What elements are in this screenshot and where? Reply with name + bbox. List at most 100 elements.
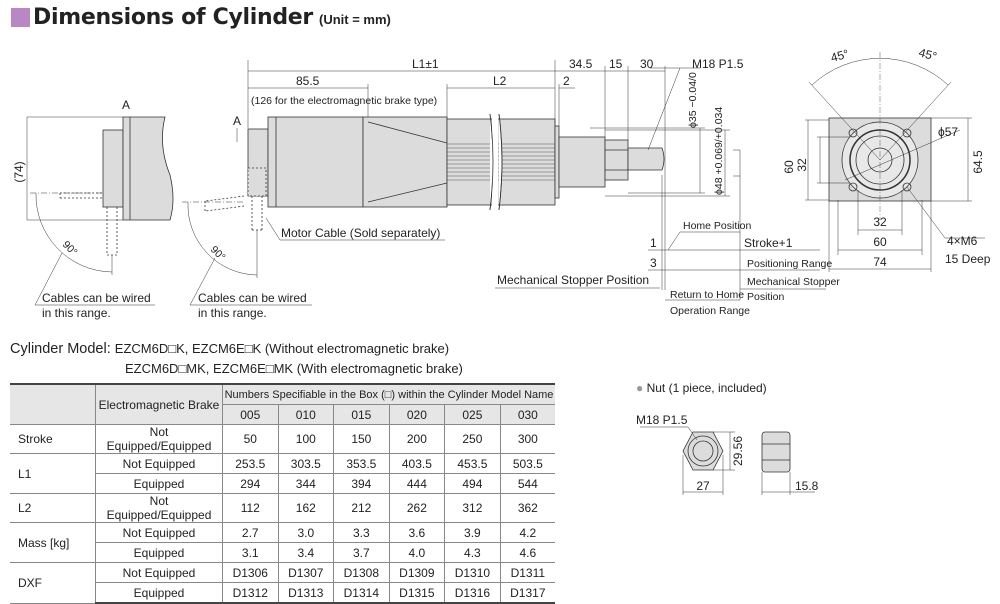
column-header: 005 (222, 404, 279, 425)
motor-cable-label: Motor Cable (Sold separately) (281, 226, 440, 240)
column-header: 025 (444, 404, 501, 425)
value-cell: 4.3 (444, 542, 501, 563)
dim-30: 30 (640, 57, 654, 71)
value-cell: 4.6 (500, 542, 555, 563)
mech-stopper-right-b: Position (747, 291, 785, 303)
page-title: Dimensions of Cylinder (Unit = mm) (11, 5, 391, 30)
l2-label: L2 (493, 74, 507, 88)
value-cell: 303.5 (278, 453, 335, 474)
end-74-h: 74 (873, 255, 887, 269)
value-cell: 394 (333, 473, 390, 494)
value-cell: 162 (278, 493, 335, 523)
value-cell: 100 (278, 424, 335, 454)
angle-left-label: 90° (60, 239, 80, 259)
value-cell: 312 (444, 493, 501, 523)
dimension-lines (247, 60, 826, 301)
column-header: 015 (333, 404, 390, 425)
mech-stopper-left: Mechanical Stopper Position (497, 273, 649, 287)
end-view-a (26, 116, 174, 306)
model-info: Cylinder Model: EZCM6D□K, EZCM6E□K (With… (10, 339, 463, 379)
brake-note: (126 for the electromagnetic brake type) (251, 95, 437, 107)
value-cell: 494 (444, 473, 501, 494)
nut-drawing (640, 426, 815, 495)
value-cell: 362 (500, 493, 555, 523)
column-header: 010 (278, 404, 335, 425)
value-cell: 212 (333, 493, 390, 523)
nut-width: 27 (696, 479, 710, 493)
brake-cell: Not Equipped/Equipped (95, 493, 223, 523)
value-cell: D1313 (278, 582, 335, 604)
title-marker (11, 8, 30, 27)
height-74-label: (74) (12, 161, 26, 182)
bullet-icon: ● (636, 381, 644, 395)
end-32-h: 32 (873, 215, 887, 229)
cables-note-2a: Cables can be wired (198, 291, 307, 305)
end-32-v: 32 (795, 158, 809, 172)
stroke-plus-1: Stroke+1 (744, 236, 793, 250)
value-cell: 503.5 (500, 453, 555, 474)
value-cell: D1307 (278, 562, 335, 583)
end-view-flange (805, 52, 985, 272)
column-header: 030 (500, 404, 555, 425)
end-45-left: 45° (829, 47, 850, 65)
brake-cell: Not Equipped (95, 562, 223, 583)
dia48-label: ϕ48 +0.069/+0.034 (713, 107, 725, 195)
value-cell: 3.7 (333, 542, 390, 563)
end-64-5: 64.5 (971, 150, 985, 174)
dim-34-5: 34.5 (569, 57, 593, 71)
value-cell: 3.3 (333, 522, 390, 543)
value-cell: 294 (222, 473, 279, 494)
end-deep: 15 Deep (945, 252, 991, 266)
brake-cell: Not Equipped (95, 522, 223, 543)
value-cell: 453.5 (444, 453, 501, 474)
dim-85-5: 85.5 (296, 74, 320, 88)
nut-height: 29.56 (731, 436, 745, 466)
value-cell: 3.1 (222, 542, 279, 563)
value-cell: 200 (389, 424, 446, 454)
value-cell: D1311 (500, 562, 555, 583)
end-60-h: 60 (873, 235, 887, 249)
empty-header (10, 383, 96, 425)
brake-header: Electromagnetic Brake (95, 383, 223, 425)
brake-cell: Equipped (95, 582, 223, 604)
value-cell: 403.5 (389, 453, 446, 474)
brake-cell: Not Equipped (95, 453, 223, 474)
l1-label: L1±1 (412, 57, 439, 71)
value-cell: 250 (444, 424, 501, 454)
nut-thread: M18 P1.5 (636, 413, 688, 427)
model-line-1: EZCM6D□K, EZCM6E□K (Without electromagne… (114, 341, 450, 356)
value-cell: 253.5 (222, 453, 279, 474)
dim-15: 15 (609, 57, 623, 71)
value-cell: D1308 (333, 562, 390, 583)
nut-title-text: Nut (1 piece, included) (646, 381, 767, 395)
value-cell: 50 (222, 424, 279, 454)
dim-3: 3 (650, 256, 657, 270)
dim-1: 1 (650, 236, 657, 250)
nut-thickness: 15.8 (795, 479, 819, 493)
nut-title: ● Nut (1 piece, included) (636, 381, 767, 395)
thread-label: M18 P1.5 (692, 57, 744, 71)
row-label: Mass [kg] (10, 522, 96, 563)
home-position-label: Home Position (683, 220, 751, 232)
value-cell: 3.6 (389, 522, 446, 543)
unit-label: (Unit = mm) (318, 12, 391, 27)
dia35-label: ϕ35 −0.04/0 (687, 72, 699, 128)
group-header: Numbers Specifiable in the Box (□) withi… (222, 383, 555, 405)
model-label: Cylinder Model: (10, 341, 111, 357)
value-cell: 112 (222, 493, 279, 523)
cables-note-1b: in this range. (42, 306, 111, 320)
return-home-b: Operation Range (670, 305, 750, 317)
value-cell: 444 (389, 473, 446, 494)
value-cell: 262 (389, 493, 446, 523)
end-45-right: 45° (917, 45, 938, 63)
dim-2: 2 (563, 74, 570, 88)
value-cell: 3.9 (444, 522, 501, 543)
value-cell: D1306 (222, 562, 279, 583)
value-cell: 353.5 (333, 453, 390, 474)
